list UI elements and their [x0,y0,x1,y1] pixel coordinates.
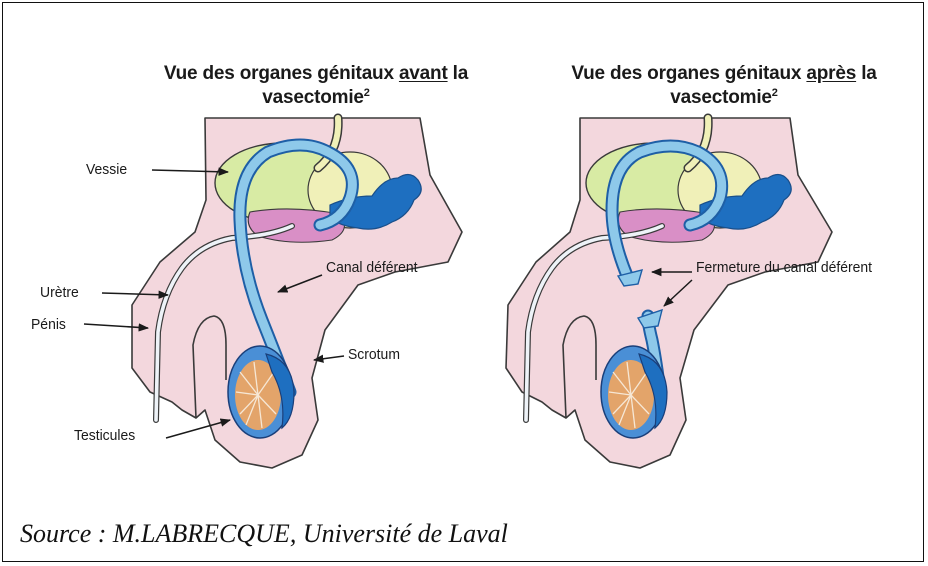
label-uretre: Urètre [40,284,79,302]
label-testicules: Testicules [74,427,135,445]
source-caption: Source : M.LABRECQUE, Université de Lava… [20,519,508,549]
label-vessie: Vessie [86,161,127,179]
right-anatomy [506,118,832,468]
label-penis: Pénis [31,316,66,334]
label-scrotum: Scrotum [348,346,400,364]
label-fermeture-canal: Fermeture du canal déférent [696,259,872,277]
label-canal-deferent: Canal déférent [326,259,418,277]
